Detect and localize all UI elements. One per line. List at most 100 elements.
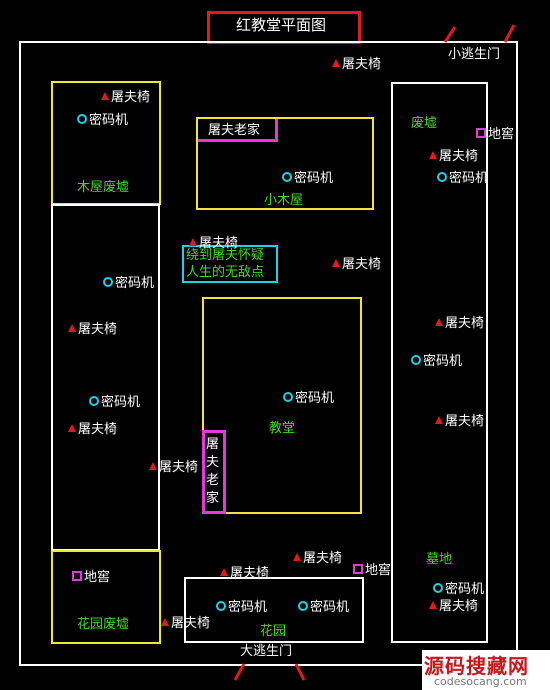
generator-icon <box>411 354 421 365</box>
chair-icon <box>101 91 109 100</box>
watermark: 源码搜藏网 codesocang.com <box>422 650 550 690</box>
hatch-marker: 地窖 <box>353 559 391 578</box>
chair-label: 屠夫椅 <box>111 90 151 105</box>
generator-icon <box>282 171 292 182</box>
church-label: 教堂 <box>269 421 296 436</box>
generator-marker: 密码机 <box>216 596 267 615</box>
chair-marker: 屠夫椅 <box>189 232 238 251</box>
generator-icon <box>77 113 87 124</box>
chair-marker: 屠夫椅 <box>332 253 381 272</box>
chair-label: 屠夫椅 <box>78 322 118 337</box>
chair-marker: 屠夫椅 <box>435 312 484 331</box>
church-killer-house-label: 屠夫老家 <box>206 437 220 506</box>
chair-icon <box>220 567 228 576</box>
garden-area <box>184 577 364 643</box>
chair-icon <box>429 600 437 609</box>
garden-ruins-label: 花园废墟 <box>77 617 130 632</box>
hatch-label: 地窖 <box>84 570 111 585</box>
small-cabin-area <box>196 117 374 210</box>
chair-marker: 屠夫椅 <box>101 86 150 105</box>
chair-icon <box>332 258 340 267</box>
chair-label: 屠夫椅 <box>439 149 479 164</box>
tip-line1: 绕到屠夫怀疑 <box>186 248 265 263</box>
generator-label: 密码机 <box>310 600 350 615</box>
watermark-url: codesocang.com <box>434 675 527 688</box>
generator-icon <box>103 276 113 287</box>
chair-label: 屠夫椅 <box>342 57 382 72</box>
chair-label: 屠夫椅 <box>78 422 118 437</box>
generator-label: 密码机 <box>294 171 334 186</box>
chair-label: 屠夫椅 <box>303 551 343 566</box>
chair-icon <box>189 237 197 246</box>
generator-label: 密码机 <box>449 171 489 186</box>
right-column-area <box>391 82 488 643</box>
tip-box <box>182 245 278 283</box>
left-middle-area <box>51 204 160 551</box>
generator-marker: 密码机 <box>411 350 462 369</box>
generator-icon <box>298 600 308 611</box>
garden-label: 花园 <box>260 624 287 639</box>
generator-marker: 密码机 <box>89 391 140 410</box>
cemetery-label: 墓地 <box>426 552 453 567</box>
generator-marker: 密码机 <box>103 272 154 291</box>
chair-label: 屠夫椅 <box>439 599 479 614</box>
generator-icon <box>433 582 443 593</box>
chair-marker: 屠夫椅 <box>68 418 117 437</box>
chair-icon <box>161 617 169 626</box>
wood-ruins-label: 木屋废墟 <box>77 180 130 195</box>
hatch-icon <box>476 127 486 138</box>
hatch-icon <box>353 563 363 574</box>
generator-icon <box>216 600 226 611</box>
chair-marker: 屠夫椅 <box>429 595 478 614</box>
generator-icon <box>437 171 447 182</box>
chair-label: 屠夫椅 <box>445 414 485 429</box>
map-title: 红教堂平面图 <box>236 16 327 34</box>
chair-marker: 屠夫椅 <box>220 562 269 581</box>
generator-icon <box>283 391 293 402</box>
big-exit-label: 大逃生门 <box>240 644 293 659</box>
hatch-icon <box>72 570 82 581</box>
chair-marker: 屠夫椅 <box>435 410 484 429</box>
generator-marker: 密码机 <box>437 167 488 186</box>
generator-marker: 密码机 <box>298 596 349 615</box>
garden-ruins-area <box>51 550 161 644</box>
cabin-killer-house <box>198 119 278 142</box>
hatch-marker: 地窖 <box>72 566 110 585</box>
chair-marker: 屠夫椅 <box>293 547 342 566</box>
generator-label: 密码机 <box>115 276 155 291</box>
generator-label: 密码机 <box>445 582 485 597</box>
church-area <box>202 297 362 514</box>
hatch-label: 地窖 <box>488 127 515 142</box>
chair-label: 屠夫椅 <box>171 616 211 631</box>
generator-icon <box>89 395 99 406</box>
chair-label: 屠夫椅 <box>230 566 270 581</box>
chair-icon <box>293 552 301 561</box>
ruins-label: 废墟 <box>411 116 438 131</box>
chair-icon <box>149 461 157 470</box>
church-killer-house <box>202 430 226 514</box>
generator-label: 密码机 <box>228 600 268 615</box>
generator-marker: 密码机 <box>77 109 128 128</box>
chair-marker: 屠夫椅 <box>68 318 117 337</box>
chair-marker: 屠夫椅 <box>332 53 381 72</box>
chair-icon <box>429 150 437 159</box>
chair-marker: 屠夫椅 <box>161 612 210 631</box>
watermark-cn: 源码搜藏网 <box>424 654 529 678</box>
small-exit-label: 小逃生门 <box>448 47 501 62</box>
chair-marker: 屠夫椅 <box>149 456 198 475</box>
generator-marker: 密码机 <box>283 387 334 406</box>
hatch-marker: 地窖 <box>476 123 514 142</box>
chair-icon <box>68 423 76 432</box>
generator-label: 密码机 <box>295 391 335 406</box>
chair-label: 屠夫椅 <box>342 257 382 272</box>
tip-line2: 人生的无敌点 <box>186 265 265 280</box>
generator-marker: 密码机 <box>433 578 484 597</box>
map-boundary <box>19 41 518 666</box>
hatch-label: 地窖 <box>365 563 392 578</box>
generator-label: 密码机 <box>423 354 463 369</box>
cabin-killer-house-label: 屠夫老家 <box>208 123 261 138</box>
chair-label: 屠夫椅 <box>199 236 239 251</box>
chair-label: 屠夫椅 <box>159 460 199 475</box>
chair-marker: 屠夫椅 <box>429 145 478 164</box>
